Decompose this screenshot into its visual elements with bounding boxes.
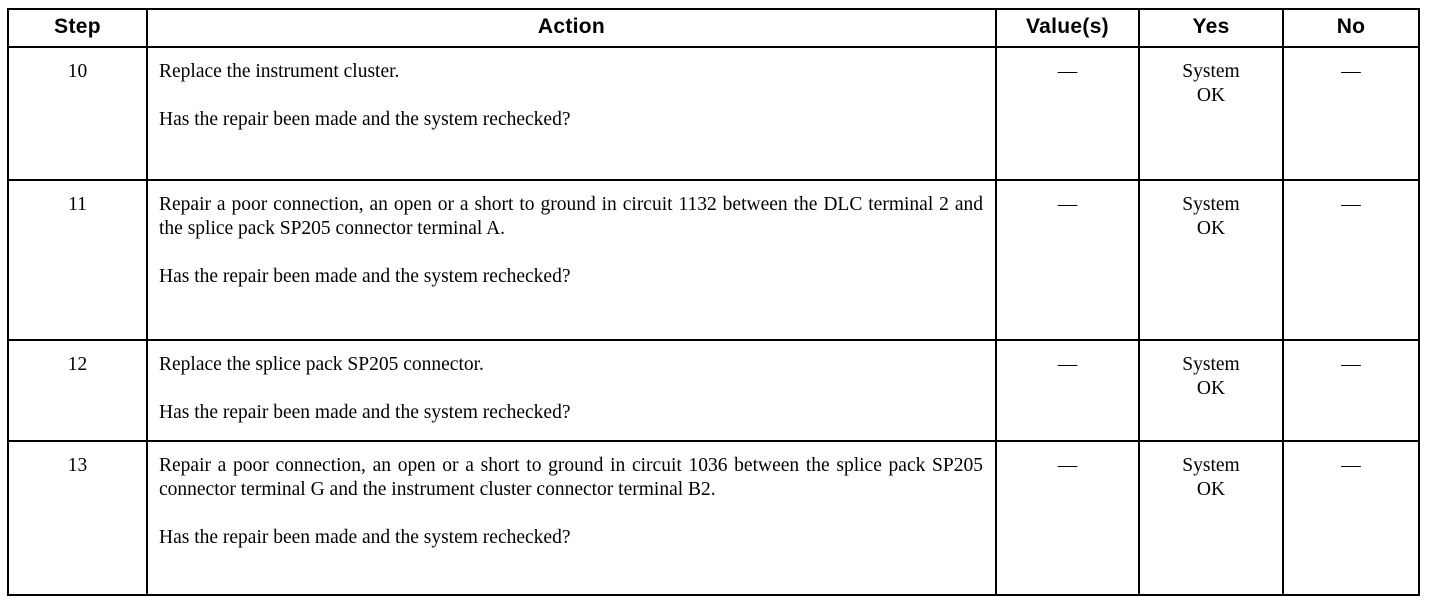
no-cell: — (1282, 179, 1420, 341)
yes-cell: System OK (1138, 179, 1284, 341)
action-spacer (159, 377, 983, 401)
yes-line-2: OK (1196, 378, 1226, 399)
value-dash: — (1057, 354, 1078, 375)
action-spacer (159, 84, 983, 108)
value-dash: — (1057, 194, 1078, 215)
action-instruction: Replace the instrument cluster. (159, 61, 400, 82)
step-number: 12 (7, 339, 148, 442)
action-cell: Repair a poor connection, an open or a s… (146, 440, 997, 596)
yes-cell: System OK (1138, 46, 1284, 181)
action-cell: Replace the instrument cluster. Has the … (146, 46, 997, 181)
action-instruction: Replace the splice pack SP205 connector. (159, 354, 484, 375)
yes-line-1: System (1182, 455, 1240, 476)
action-question: Has the repair been made and the system … (159, 402, 571, 423)
yes-line-1: System (1182, 354, 1240, 375)
no-cell: — (1282, 339, 1420, 442)
no-cell: — (1282, 46, 1420, 181)
value-dash: — (1057, 61, 1078, 82)
no-dash: — (1341, 194, 1361, 215)
action-question: Has the repair been made and the system … (159, 109, 571, 130)
value-cell: — (995, 46, 1140, 181)
column-header-action: Action (146, 8, 997, 48)
column-header-yes: Yes (1138, 8, 1284, 48)
yes-line-1: System (1182, 61, 1240, 82)
value-cell: — (995, 339, 1140, 442)
table-row: 11 Repair a poor connection, an open or … (7, 179, 1420, 341)
step-number: 13 (7, 440, 148, 596)
step-number: 11 (7, 179, 148, 341)
yes-line-2: OK (1196, 479, 1226, 500)
no-cell: — (1282, 440, 1420, 596)
action-question: Has the repair been made and the system … (159, 266, 571, 287)
table-header-row: Step Action Value(s) Yes No (7, 8, 1420, 48)
step-number: 10 (7, 46, 148, 181)
no-dash: — (1341, 61, 1361, 82)
yes-line-1: System (1182, 194, 1240, 215)
table-row: 13 Repair a poor connection, an open or … (7, 440, 1420, 596)
action-cell: Replace the splice pack SP205 connector.… (146, 339, 997, 442)
table-row: 12 Replace the splice pack SP205 connect… (7, 339, 1420, 442)
column-header-no: No (1282, 8, 1420, 48)
diagnostic-procedure-table: Step Action Value(s) Yes No 10 Replace t… (7, 8, 1420, 596)
table-header: Step Action Value(s) Yes No (7, 8, 1420, 48)
action-instruction: Repair a poor connection, an open or a s… (159, 455, 983, 500)
value-cell: — (995, 179, 1140, 341)
action-question: Has the repair been made and the system … (159, 527, 571, 548)
yes-cell: System OK (1138, 339, 1284, 442)
value-dash: — (1057, 455, 1078, 476)
value-cell: — (995, 440, 1140, 596)
yes-cell: System OK (1138, 440, 1284, 596)
yes-line-2: OK (1196, 85, 1226, 106)
column-header-step: Step (7, 8, 148, 48)
action-cell: Repair a poor connection, an open or a s… (146, 179, 997, 341)
action-spacer (159, 241, 983, 265)
yes-line-2: OK (1196, 218, 1226, 239)
no-dash: — (1341, 455, 1361, 476)
table-row: 10 Replace the instrument cluster. Has t… (7, 46, 1420, 181)
action-spacer (159, 502, 983, 526)
column-header-value: Value(s) (995, 8, 1140, 48)
table-body: 10 Replace the instrument cluster. Has t… (7, 46, 1420, 596)
action-instruction: Repair a poor connection, an open or a s… (159, 194, 983, 239)
no-dash: — (1341, 354, 1361, 375)
